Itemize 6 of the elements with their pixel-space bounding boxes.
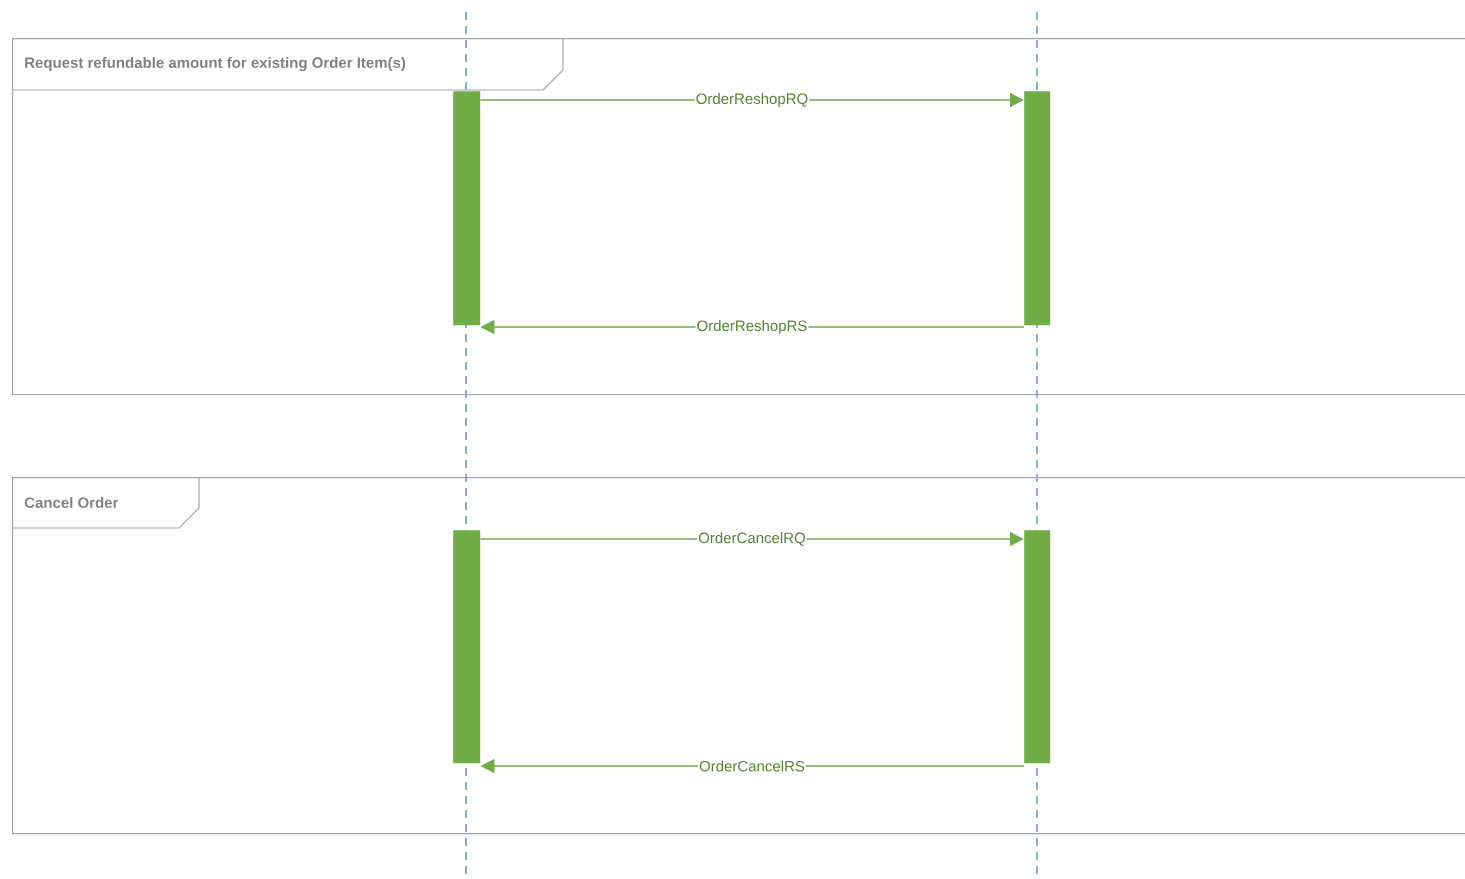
activation-bar: [453, 530, 481, 764]
edge-label: OrderReshopRQ: [696, 93, 808, 107]
edge-label: OrderReshopRS: [697, 320, 807, 334]
edge-label: OrderCancelRQ: [698, 532, 805, 546]
edge-label: OrderCancelRS: [699, 760, 805, 772]
activation-bar: [453, 91, 481, 326]
